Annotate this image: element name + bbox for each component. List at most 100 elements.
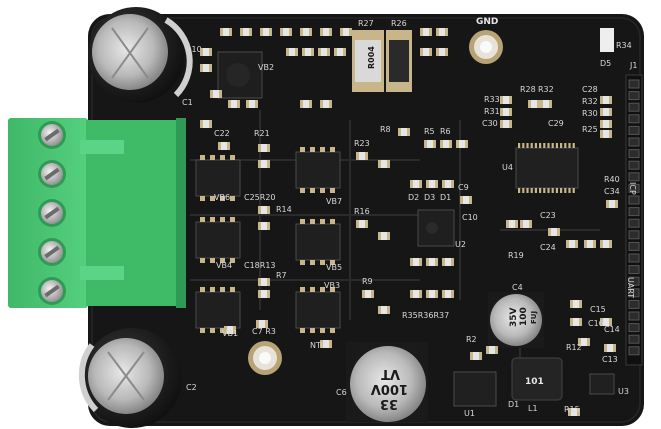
ic-pin: [572, 188, 575, 193]
header-pin: [628, 299, 640, 309]
smd-component: [540, 100, 552, 108]
smd-component: [356, 152, 368, 160]
smd-component: [218, 142, 230, 150]
label-vb4: VB4: [216, 261, 232, 270]
label-vb7: VB7: [326, 197, 342, 206]
label-icp: ICP: [628, 182, 637, 195]
ic-u4: [515, 147, 579, 189]
header-pin: [628, 207, 640, 217]
small-cap-line1: 35V: [509, 307, 519, 327]
smd-component: [486, 346, 498, 354]
ic-pin: [534, 143, 537, 148]
smd-component: [600, 318, 612, 326]
inductor-l1: 101: [511, 357, 563, 401]
ic-pin: [530, 143, 533, 148]
header-pin: [628, 276, 640, 286]
label-r15: R15: [564, 405, 580, 414]
smd-component: [378, 306, 390, 314]
label-c4: C4: [512, 283, 523, 292]
smd-component: [604, 344, 616, 352]
smd-component: [606, 200, 618, 208]
smd-component: [420, 48, 432, 56]
smd-component: [228, 100, 240, 108]
label-d3: D3: [424, 193, 435, 202]
label-c1: C1: [182, 98, 193, 107]
smd-component: [460, 196, 472, 204]
ic-pin: [547, 188, 550, 193]
smd-component: [442, 258, 454, 266]
smd-component: [200, 120, 212, 128]
inductor-value: 101: [525, 377, 544, 387]
label-u4: U4: [502, 163, 513, 172]
ic-pin: [530, 188, 533, 193]
header-pin: [628, 241, 640, 251]
label-c30: C30: [482, 119, 498, 128]
smd-component: [584, 240, 596, 248]
label-d2: D2: [408, 193, 419, 202]
label-vb6: VB6: [214, 193, 230, 202]
header-pin: [628, 137, 640, 147]
ic-pin: [560, 188, 563, 193]
label-uart: UART: [626, 277, 635, 298]
header-pin: [628, 265, 640, 275]
header-pin: [628, 160, 640, 170]
gnd-mount-hole: [469, 30, 503, 64]
smd-component: [426, 258, 438, 266]
smd-component: [410, 180, 422, 188]
smd-component: [258, 206, 270, 214]
ic-pin: [539, 143, 542, 148]
smd-component: [200, 48, 212, 56]
ic-pin: [572, 143, 575, 148]
smd-component: [568, 408, 580, 416]
label-r30: R30: [582, 109, 598, 118]
smd-component: [420, 28, 432, 36]
ic-pin: [526, 188, 529, 193]
smd-component: [578, 338, 590, 346]
label-c15: C15: [590, 305, 606, 314]
ic-pin: [564, 143, 567, 148]
smd-component: [334, 48, 346, 56]
label-c10: C10: [462, 213, 478, 222]
label-r5: R5: [424, 127, 435, 136]
label-r26: R26: [391, 19, 407, 28]
smd-component: [410, 290, 422, 298]
label-r32b: R32: [582, 97, 598, 106]
label-r2: R2: [466, 335, 477, 344]
label-r16: R16: [354, 207, 370, 216]
label-c28: C28: [582, 85, 598, 94]
label-vb2: VB2: [258, 63, 274, 72]
ic-pin: [555, 188, 558, 193]
smd-component: [300, 28, 312, 36]
ic-pin: [534, 188, 537, 193]
label-r35r36r37: R35R36R37: [402, 311, 449, 320]
smd-component: [600, 240, 612, 248]
label-r14: R14: [276, 205, 292, 214]
ic-pin: [518, 188, 521, 193]
smd-component: [424, 140, 436, 148]
ic-pin: [564, 188, 567, 193]
smd-component: [258, 160, 270, 168]
label-c7r3: C7 R3: [252, 327, 276, 336]
smd-component: [320, 100, 332, 108]
label-r33: R33: [484, 95, 500, 104]
ic-pin: [551, 143, 554, 148]
header-pin: [628, 334, 640, 344]
terminal-screw: [38, 121, 66, 149]
smd-component: [442, 290, 454, 298]
mosfet-chip: [295, 219, 341, 265]
smd-component: [456, 140, 468, 148]
smd-component: [318, 48, 330, 56]
label-r8: R8: [380, 125, 391, 134]
smd-component: [224, 326, 236, 334]
smd-component: [600, 120, 612, 128]
smd-component: [600, 130, 612, 138]
screw-terminal-block: [8, 118, 186, 308]
big-cap-line1: VT: [381, 366, 400, 381]
ic-pin: [568, 188, 571, 193]
label-r23: R23: [354, 139, 370, 148]
label-d5: D5: [600, 59, 611, 68]
ic-pin: [539, 188, 542, 193]
mosfet-chip: [195, 217, 241, 263]
electrolytic-capacitor-c4: 35V 100 FUJ: [488, 292, 544, 348]
smd-component: [320, 340, 332, 348]
